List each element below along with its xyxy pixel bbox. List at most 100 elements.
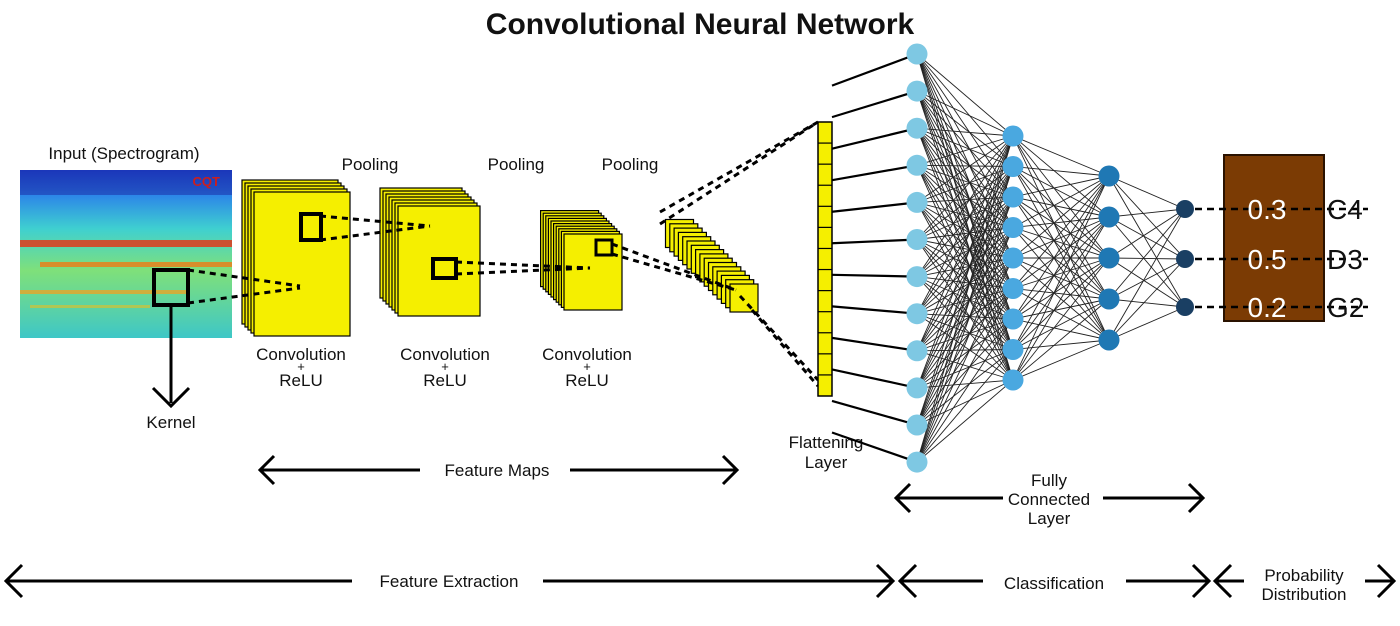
network-edge [916,196,1014,463]
network-edge [1012,288,1110,300]
flatten-edge [831,431,918,464]
network-edge [1108,208,1186,300]
conv-label-1: Convolution [256,345,346,364]
relu-label-3: ReLU [565,371,608,390]
network-edge [1012,216,1110,289]
network-edge [1012,298,1110,350]
conv-plus-3: + [583,359,591,374]
diagram-title: Convolutional Neural Network [486,8,915,41]
network-edge [916,165,1014,289]
flattening-layer [817,121,833,397]
neuron-node [906,154,928,176]
flatten-edge [831,399,918,427]
neuron-node [1002,125,1024,147]
network-edge [1012,175,1110,350]
network-edge [916,135,1014,277]
network-edge [916,127,1014,228]
fc-label-1: Fully [1031,471,1067,490]
classification-label: Classification [1004,574,1104,593]
network-edge [916,53,1014,198]
network-edge [1108,175,1186,210]
network-edge [1012,257,1110,350]
network-edge [916,90,1014,198]
feature-map-stacks [187,120,820,387]
relu-label-1: ReLU [279,371,322,390]
neuron-node [1002,369,1024,391]
network-edge [916,257,1014,352]
network-edge [1108,258,1186,341]
network-edge [916,135,1014,426]
network-edge [1012,166,1110,259]
network-nodes [906,43,1194,473]
neuron-node [1002,156,1024,177]
network-edge [1012,298,1110,381]
network-edge [1012,135,1110,259]
network-edge [916,135,1014,389]
network-edge [916,257,1014,389]
network-edge [916,53,1014,289]
network-edge [1012,216,1110,259]
projection-line [319,224,431,242]
network-edge [1108,208,1186,259]
relu-label-2: ReLU [423,371,466,390]
network-edge [916,135,1014,351]
network-edge [1108,257,1186,308]
network-edge [1108,298,1186,308]
pooling-label-1: Pooling [342,155,399,174]
output-note-label: D3 [1327,244,1363,275]
network-edge [916,166,1014,463]
network-edge [1012,175,1110,228]
network-edge [916,257,1014,463]
network-edge [916,227,1014,463]
input-spectrogram [20,170,232,338]
neuron-node [906,414,928,436]
neuron-node [906,266,928,288]
feature-maps-label: Feature Maps [445,461,550,480]
neuron-node [906,303,928,325]
network-edge [1012,135,1110,218]
neuron-node [1002,186,1024,208]
network-edge [1012,175,1110,289]
network-edge [1012,135,1110,341]
network-edge [916,196,1014,389]
projection-line [659,120,819,214]
network-edge [1012,196,1110,218]
probability-label-1: Probability [1264,566,1344,585]
network-edge [916,135,1014,463]
neuron-node [1098,247,1120,269]
neuron-node [1002,339,1024,360]
neuron-node [906,229,928,250]
flatten-edge [831,201,918,213]
neuron-node [906,191,928,213]
network-edge [916,227,1014,389]
neuron-node [906,451,928,473]
network-edge [1108,306,1186,341]
network-edge [916,135,1014,203]
flatten-edge [831,238,918,245]
projection-line [187,268,301,288]
conv-plus-2: + [441,359,449,374]
feature-map-4-layer [729,283,759,313]
projection-line [319,214,431,228]
neuron-node [906,377,928,399]
conv-plus-1: + [297,359,305,374]
flattening-label-2: Layer [805,453,848,472]
neuron-node [1098,165,1120,187]
kernel-label: Kernel [146,413,195,432]
neuron-node [906,117,928,139]
input-label: Input (Spectrogram) [48,144,199,163]
network-edge [916,227,1014,352]
flatten-edge [831,273,918,278]
network-edge [916,135,1014,240]
network-edge [1012,175,1110,198]
network-edge [916,379,1014,463]
network-edge [916,166,1014,426]
network-edge [1108,216,1186,308]
network-edge [1012,257,1110,320]
flatten-edge [831,52,918,87]
projection-line [659,120,819,226]
neuron-node [1002,217,1024,238]
